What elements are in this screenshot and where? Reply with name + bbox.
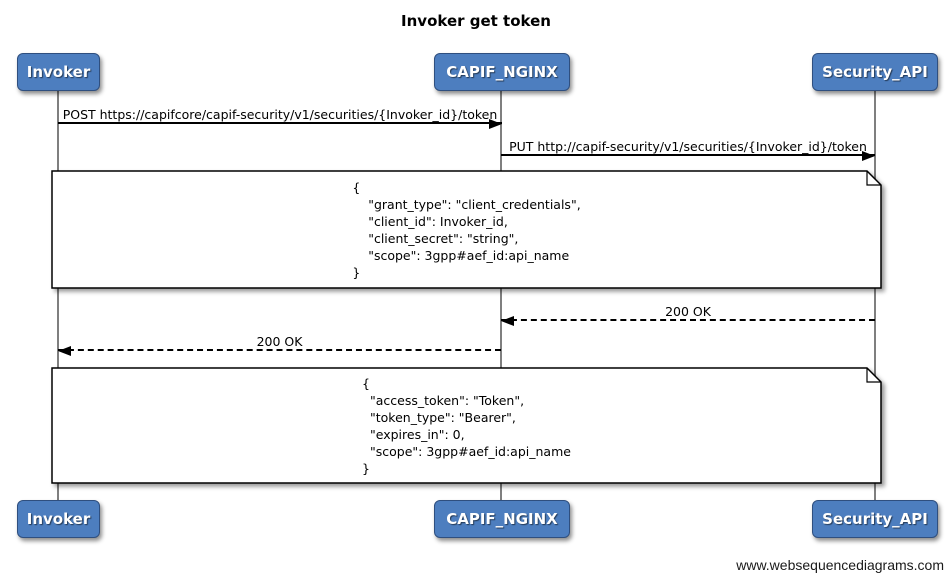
actor-capif-nginx-bottom: CAPIF_NGINX	[434, 500, 570, 538]
message-put-token: PUT http://capif-security/v1/securities/…	[501, 135, 875, 161]
message-label: 200 OK	[256, 334, 303, 349]
actor-label: CAPIF_NGINX	[446, 63, 558, 81]
actor-label: Invoker	[26, 510, 91, 528]
watermark-websequencediagrams: www.websequencediagrams.com	[736, 557, 944, 573]
actor-label: Invoker	[26, 63, 91, 81]
note-response-body: { "access_token": "Token", "token_type":…	[51, 367, 882, 484]
arrowhead-right-icon	[862, 151, 875, 161]
message-line	[501, 154, 875, 156]
message-label: POST https://capifcore/capif-security/v1…	[62, 107, 498, 122]
actor-label: CAPIF_NGINX	[446, 510, 558, 528]
actor-label: Security_API	[822, 510, 928, 528]
diagram-title: Invoker get token	[401, 12, 551, 30]
lifeline-security-api	[874, 90, 876, 502]
arrowhead-left-icon	[501, 316, 514, 326]
message-line-dashed	[501, 319, 875, 321]
actor-security-api-bottom: Security_API	[812, 500, 938, 538]
message-200-ok-capif: 200 OK	[58, 330, 501, 356]
note-content: { "access_token": "Token", "token_type":…	[51, 367, 882, 484]
note-json-text: { "grant_type": "client_credentials", "c…	[352, 179, 581, 280]
actor-security-api-top: Security_API	[812, 53, 938, 91]
actor-capif-nginx-top: CAPIF_NGINX	[434, 53, 570, 91]
message-label: 200 OK	[665, 304, 711, 319]
actor-invoker-bottom: Invoker	[17, 500, 100, 538]
note-border	[51, 170, 882, 289]
message-line-dashed	[58, 349, 501, 351]
lifeline-invoker	[57, 90, 59, 502]
note-json-text: { "access_token": "Token", "token_type":…	[362, 375, 571, 476]
note-border	[51, 367, 882, 484]
message-post-token: POST https://capifcore/capif-security/v1…	[58, 103, 502, 129]
message-line	[58, 122, 502, 124]
lifeline-capif-nginx	[500, 90, 502, 502]
actor-label: Security_API	[822, 63, 928, 81]
message-label: PUT http://capif-security/v1/securities/…	[509, 139, 867, 154]
arrowhead-right-icon	[489, 119, 502, 129]
actor-invoker-top: Invoker	[17, 53, 100, 91]
message-200-ok-security: 200 OK	[501, 300, 875, 326]
note-request-body: { "grant_type": "client_credentials", "c…	[51, 170, 882, 289]
arrowhead-left-icon	[58, 346, 71, 356]
note-content: { "grant_type": "client_credentials", "c…	[51, 170, 882, 289]
